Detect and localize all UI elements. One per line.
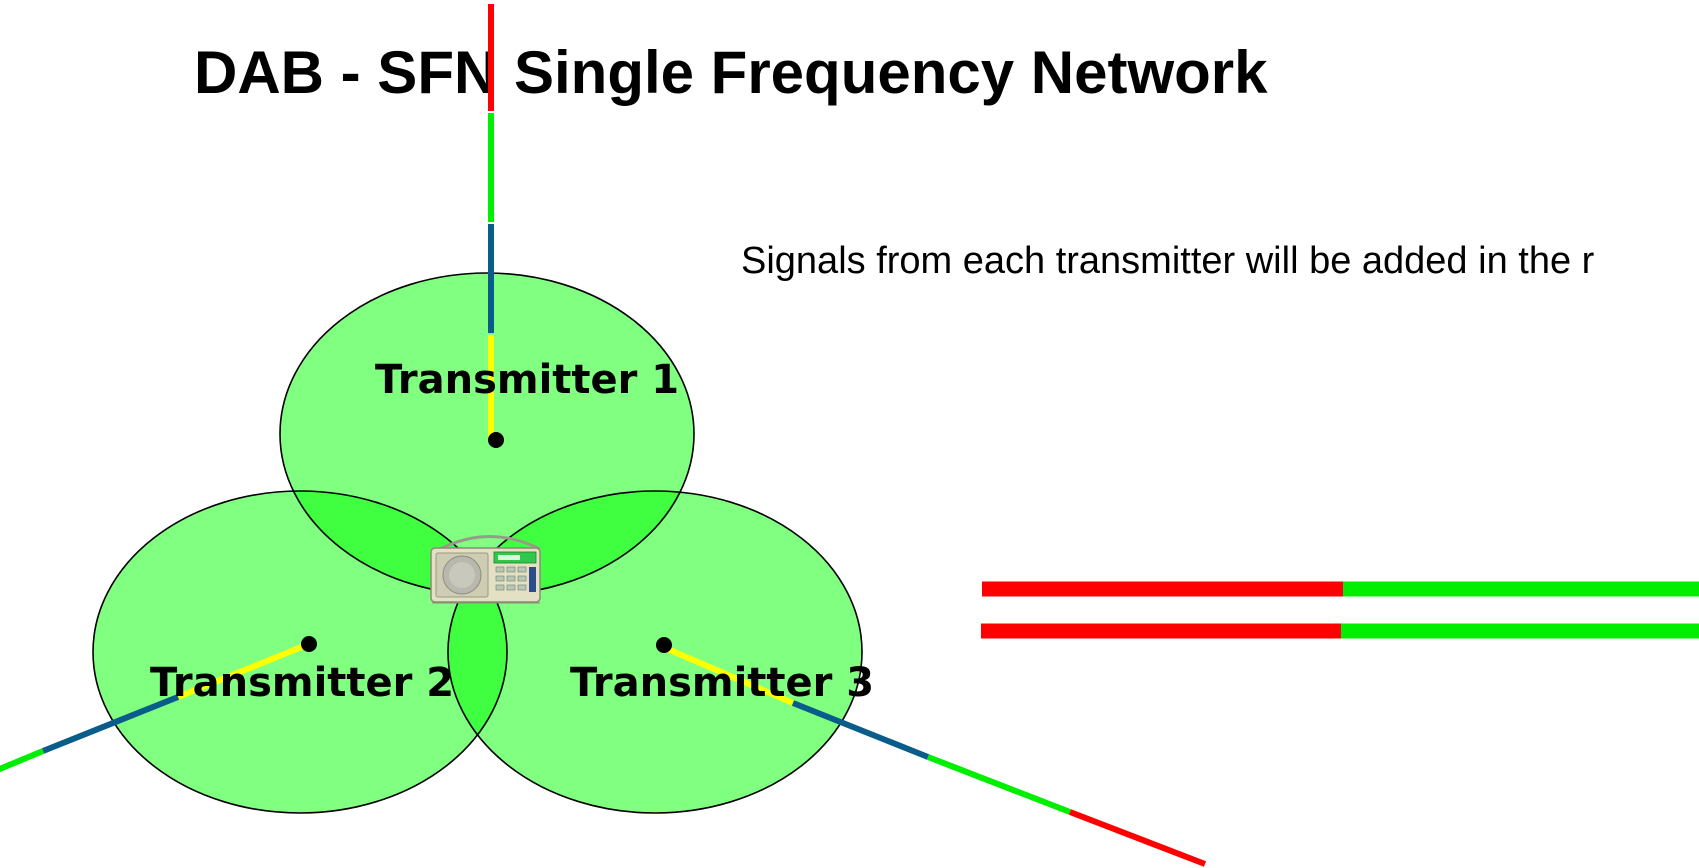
signal-ray-transmitter-3 — [661, 644, 1207, 867]
radio-receiver-icon — [430, 535, 541, 604]
transmitter-2-label: Transmitter 2 — [150, 660, 455, 706]
transmitter-2-dot — [301, 636, 317, 652]
transmitter-3-dot — [656, 637, 672, 653]
overlap-1-2 — [280, 491, 507, 595]
transmitter-1-label: Transmitter 1 — [375, 357, 680, 403]
caption-text: Signals from each transmitter will be ad… — [741, 240, 1595, 282]
signal-ray-transmitter-2 — [0, 641, 311, 773]
page-title: DAB - SFN Single Frequency Network — [194, 39, 1268, 106]
overlap-1-3 — [448, 491, 694, 595]
transmitter-1-dot — [488, 432, 504, 448]
transmitter-3-label: Transmitter 3 — [570, 660, 875, 706]
